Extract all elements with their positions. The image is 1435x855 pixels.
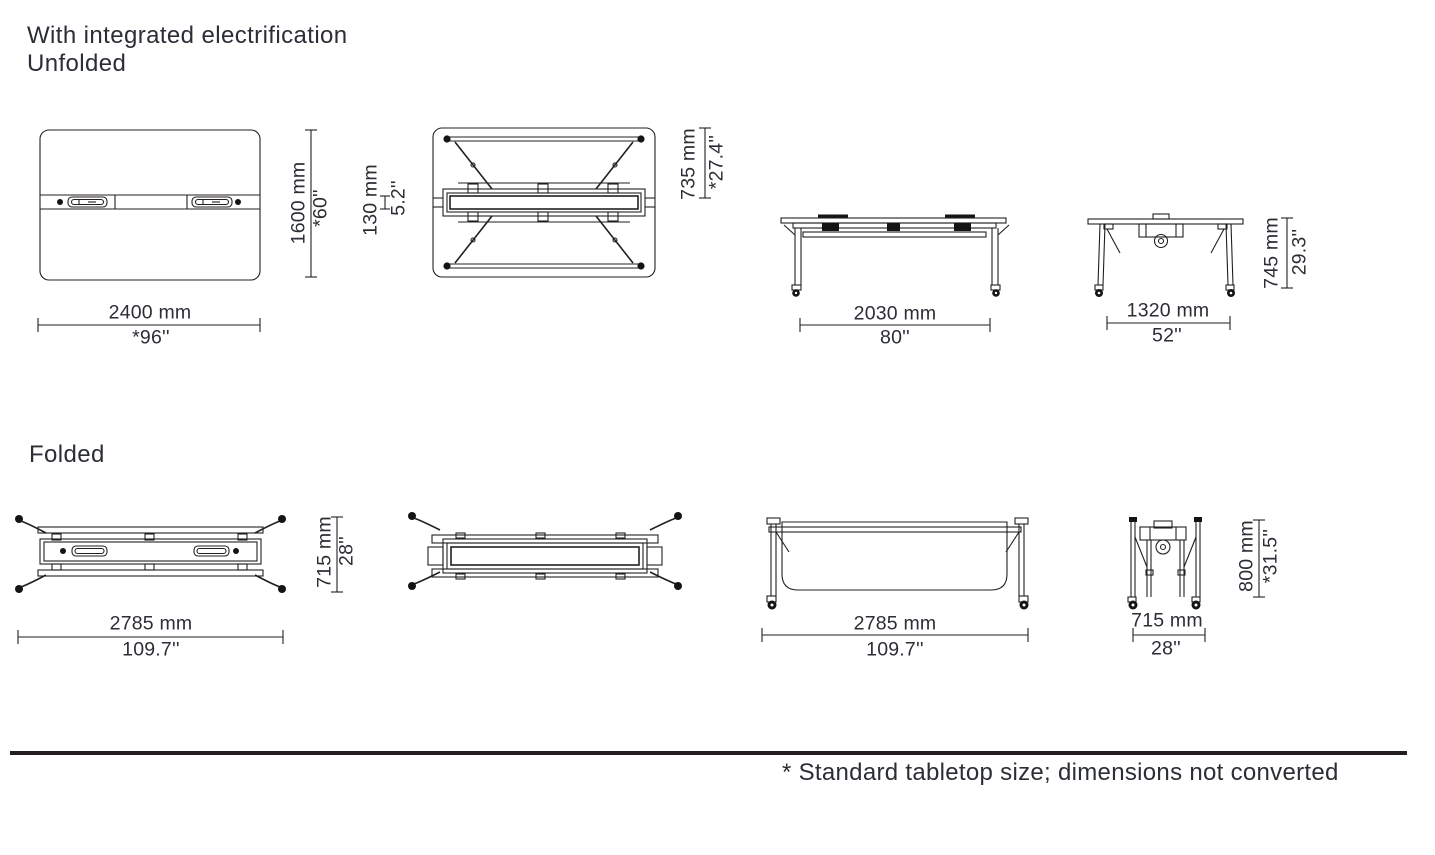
dim-unfolded-tray-mm: 130 mm	[359, 164, 382, 236]
dim-folded-end-height-mm: 800 mm	[1235, 520, 1258, 592]
unfolded-end-view-drawing	[1080, 205, 1315, 340]
dim-unfolded-top-width-in: *96''	[132, 326, 170, 349]
dim-unfolded-fold-mm: 735 mm	[677, 128, 700, 200]
footnote: * Standard tabletop size; dimensions not…	[782, 759, 1339, 786]
folded-front-view-drawing	[755, 508, 1045, 658]
dim-folded-top-depth-mm: 715 mm	[313, 516, 336, 588]
dim-folded-end-width-in: 28''	[1151, 637, 1181, 660]
dim-unfolded-fold-in: *27.4''	[705, 134, 728, 190]
dim-unfolded-top-depth-mm: 1600 mm	[287, 161, 310, 245]
dim-unfolded-end-height-mm: 745 mm	[1260, 217, 1283, 289]
dim-unfolded-front-width-in: 80''	[880, 326, 910, 349]
unfolded-top-view-drawing	[30, 122, 330, 347]
dim-folded-top-width-in: 109.7''	[122, 638, 180, 661]
footer-divider	[10, 751, 1407, 755]
unfolded-underside-view-drawing	[340, 115, 730, 295]
dim-folded-front-width-in: 109.7''	[866, 638, 924, 661]
section-title-folded: Folded	[29, 441, 105, 468]
dim-unfolded-top-depth-in: *60''	[309, 189, 332, 227]
folded-underside-view-drawing	[400, 508, 690, 608]
dim-folded-top-depth-in: 28''	[335, 536, 358, 566]
dim-folded-top-width-mm: 2785 mm	[109, 612, 193, 635]
unfolded-front-view-drawing	[765, 205, 1035, 340]
dim-unfolded-top-width-mm: 2400 mm	[108, 301, 192, 324]
dim-unfolded-end-width-in: 52''	[1152, 324, 1182, 347]
dim-unfolded-end-height-in: 29.3''	[1288, 228, 1311, 276]
page-title: With integrated electrification	[27, 22, 348, 49]
dim-folded-end-width-mm: 715 mm	[1131, 609, 1203, 632]
dim-unfolded-tray-in: 5.2''	[387, 180, 410, 216]
dim-folded-end-height-in: *31.5''	[1259, 528, 1282, 584]
section-title-unfolded: Unfolded	[27, 50, 127, 77]
dim-unfolded-end-width-mm: 1320 mm	[1126, 299, 1210, 322]
dim-unfolded-front-width-mm: 2030 mm	[853, 302, 937, 325]
dim-folded-front-width-mm: 2785 mm	[853, 612, 937, 635]
folded-end-view-drawing	[1100, 505, 1320, 665]
folded-top-view-drawing	[8, 508, 368, 658]
